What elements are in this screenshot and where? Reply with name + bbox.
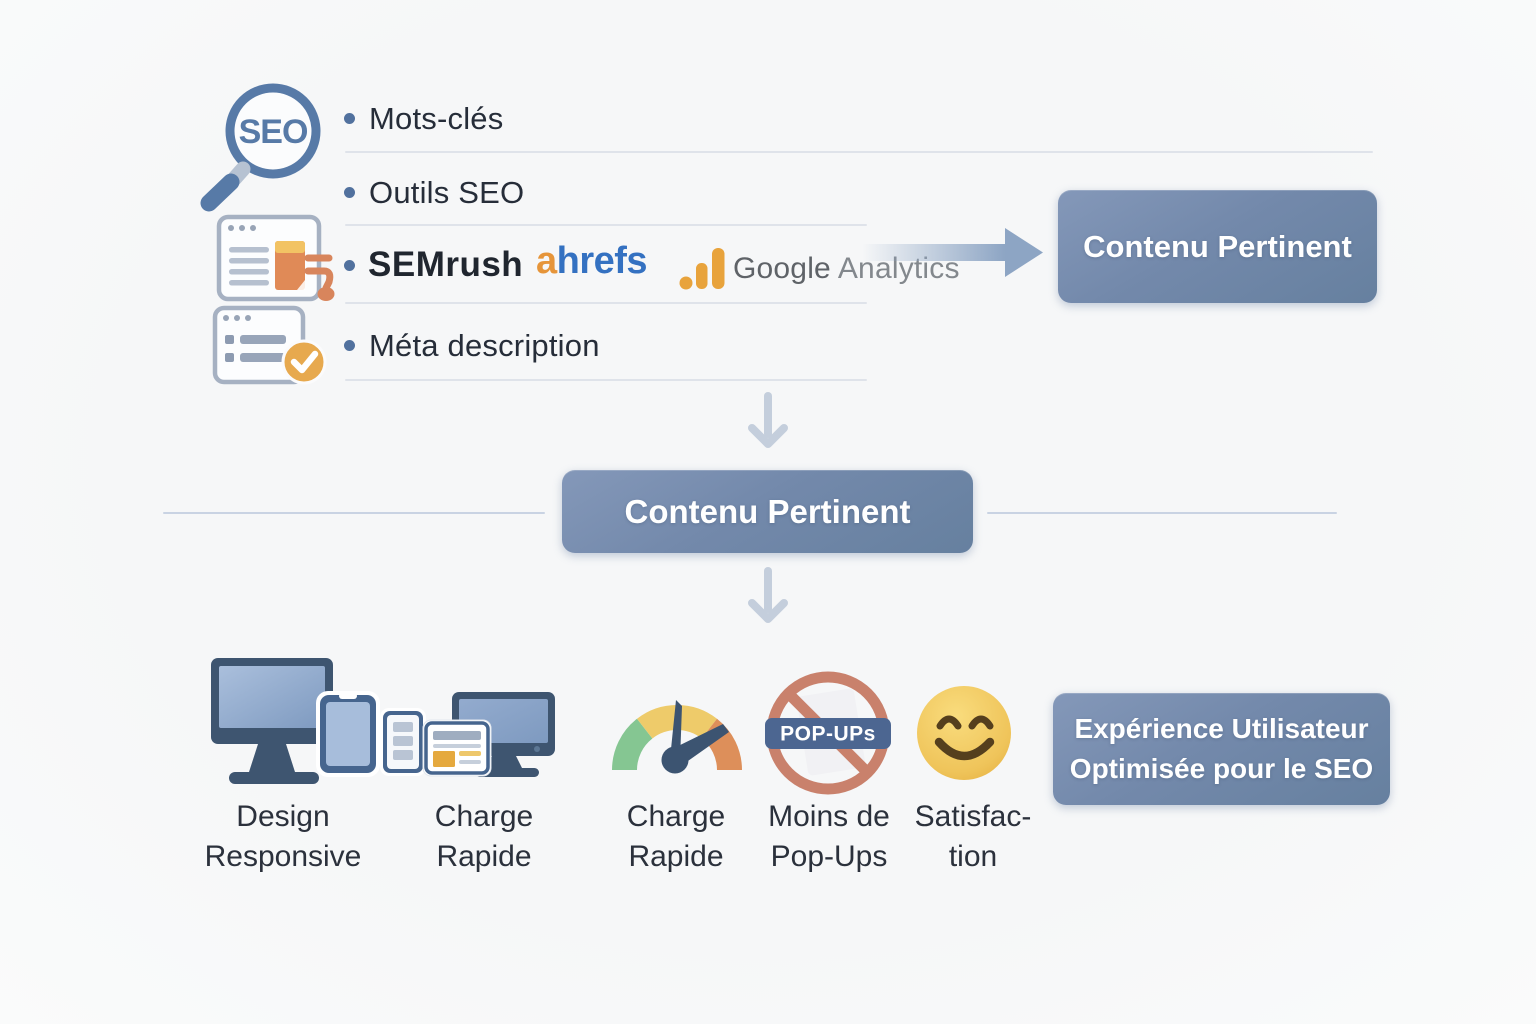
satisfaction-emoji-icon xyxy=(917,686,1011,780)
checklist-item-outils-seo: Outils SEO xyxy=(369,175,525,210)
flow-arrow-right-icon xyxy=(862,228,1043,277)
seo-badge-label: SEO xyxy=(239,113,308,151)
bullet-dot xyxy=(344,340,355,351)
ahrefs-logo: ahrefs xyxy=(536,240,648,283)
factor-label-moins-de-popups: Moins de Pop-Ups xyxy=(768,800,890,873)
row-divider xyxy=(345,302,867,304)
mid-divider-right xyxy=(987,512,1337,514)
google-analytics-icon xyxy=(679,248,725,290)
popup-badge-label: POP-UPs xyxy=(780,723,876,746)
row-divider xyxy=(345,379,867,381)
factor-label-satisfaction: Satisfac- tion xyxy=(914,800,1032,873)
row-divider xyxy=(345,151,1373,153)
bullet-dot xyxy=(344,260,355,271)
speedometer-icon xyxy=(612,700,742,774)
google-analytics-logo-google: Google xyxy=(733,252,831,285)
flow-arrow-down-icon xyxy=(748,392,788,448)
checklist-item-mots-cles: Mots-clés xyxy=(369,101,504,136)
semrush-logo: SEMrush xyxy=(368,245,524,284)
flow-node-experience-utilisateur[interactable]: Expérience Utilisateur Optimisée pour le… xyxy=(1053,693,1390,805)
ahrefs-logo-a: a xyxy=(536,240,557,282)
flow-node-contenu-pertinent-center[interactable]: Contenu Pertinent xyxy=(562,470,973,553)
ahrefs-logo-hrefs: hrefs xyxy=(556,240,648,282)
row-divider xyxy=(345,224,867,226)
checklist-item-meta-description: Méta description xyxy=(369,328,600,363)
flow-node-contenu-pertinent-top[interactable]: Contenu Pertinent xyxy=(1058,190,1377,303)
responsive-devices-icon xyxy=(211,658,555,784)
factor-label-design-responsive: Design Responsive xyxy=(204,800,362,873)
seo-magnifier-icon: SEO xyxy=(200,83,321,212)
meta-checklist-icon xyxy=(212,305,327,385)
factor-label-charge-rapide-gauge: Charge Rapide xyxy=(626,800,726,873)
webpage-link-icon xyxy=(216,214,335,302)
no-popups-icon: POP-UPs xyxy=(765,671,891,795)
bullet-dot xyxy=(344,113,355,124)
bullet-dot xyxy=(344,187,355,198)
mid-divider-left xyxy=(163,512,545,514)
factor-label-charge-rapide-devices: Charge Rapide xyxy=(434,800,534,873)
flow-arrow-down-icon xyxy=(748,567,788,623)
